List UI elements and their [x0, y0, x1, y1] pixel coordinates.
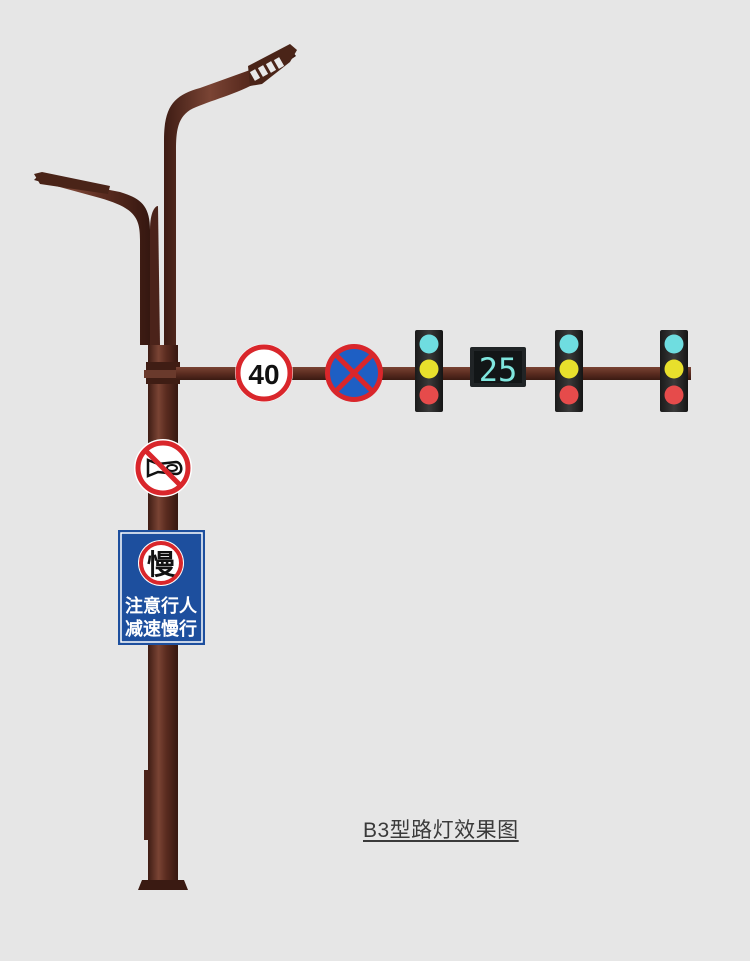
speed-limit-sign: 40: [235, 344, 293, 402]
no-stopping-sign: [325, 344, 383, 402]
traffic-light-2-green-lamp: [559, 334, 579, 354]
traffic-light-2-red-lamp: [559, 385, 579, 405]
lower-lamp-head: [34, 172, 110, 194]
caption: B3型路灯效果图: [363, 819, 519, 842]
traffic-light-3-yellow-lamp: [664, 359, 684, 379]
traffic-light-2: [555, 330, 583, 412]
slow-sign-symbol: 慢: [147, 548, 176, 581]
no-honking-icon: [143, 448, 183, 488]
traffic-light-1-red-lamp: [419, 385, 439, 405]
speed-limit-value: 40: [248, 359, 279, 390]
slow-sign-line1: 注意行人: [125, 595, 198, 617]
traffic-light-3-red-lamp: [664, 385, 684, 405]
slow-sign-line2: 减速慢行: [125, 618, 197, 640]
traffic-light-2-yellow-lamp: [559, 359, 579, 379]
upper-lamp-led-icon: [249, 57, 285, 81]
traffic-light-1-green-lamp: [419, 334, 439, 354]
no-stopping-icon: [335, 354, 373, 392]
slow-sign-panel: 慢 注意行人 减速慢行: [118, 530, 205, 645]
traffic-light-1: [415, 330, 443, 412]
traffic-light-1-yellow-lamp: [419, 359, 439, 379]
traffic-light-3: [660, 330, 688, 412]
traffic-light-3-green-lamp: [664, 334, 684, 354]
no-honking-sign: [134, 439, 192, 497]
countdown-display: 25: [470, 347, 526, 389]
countdown-value: 25: [479, 351, 518, 389]
